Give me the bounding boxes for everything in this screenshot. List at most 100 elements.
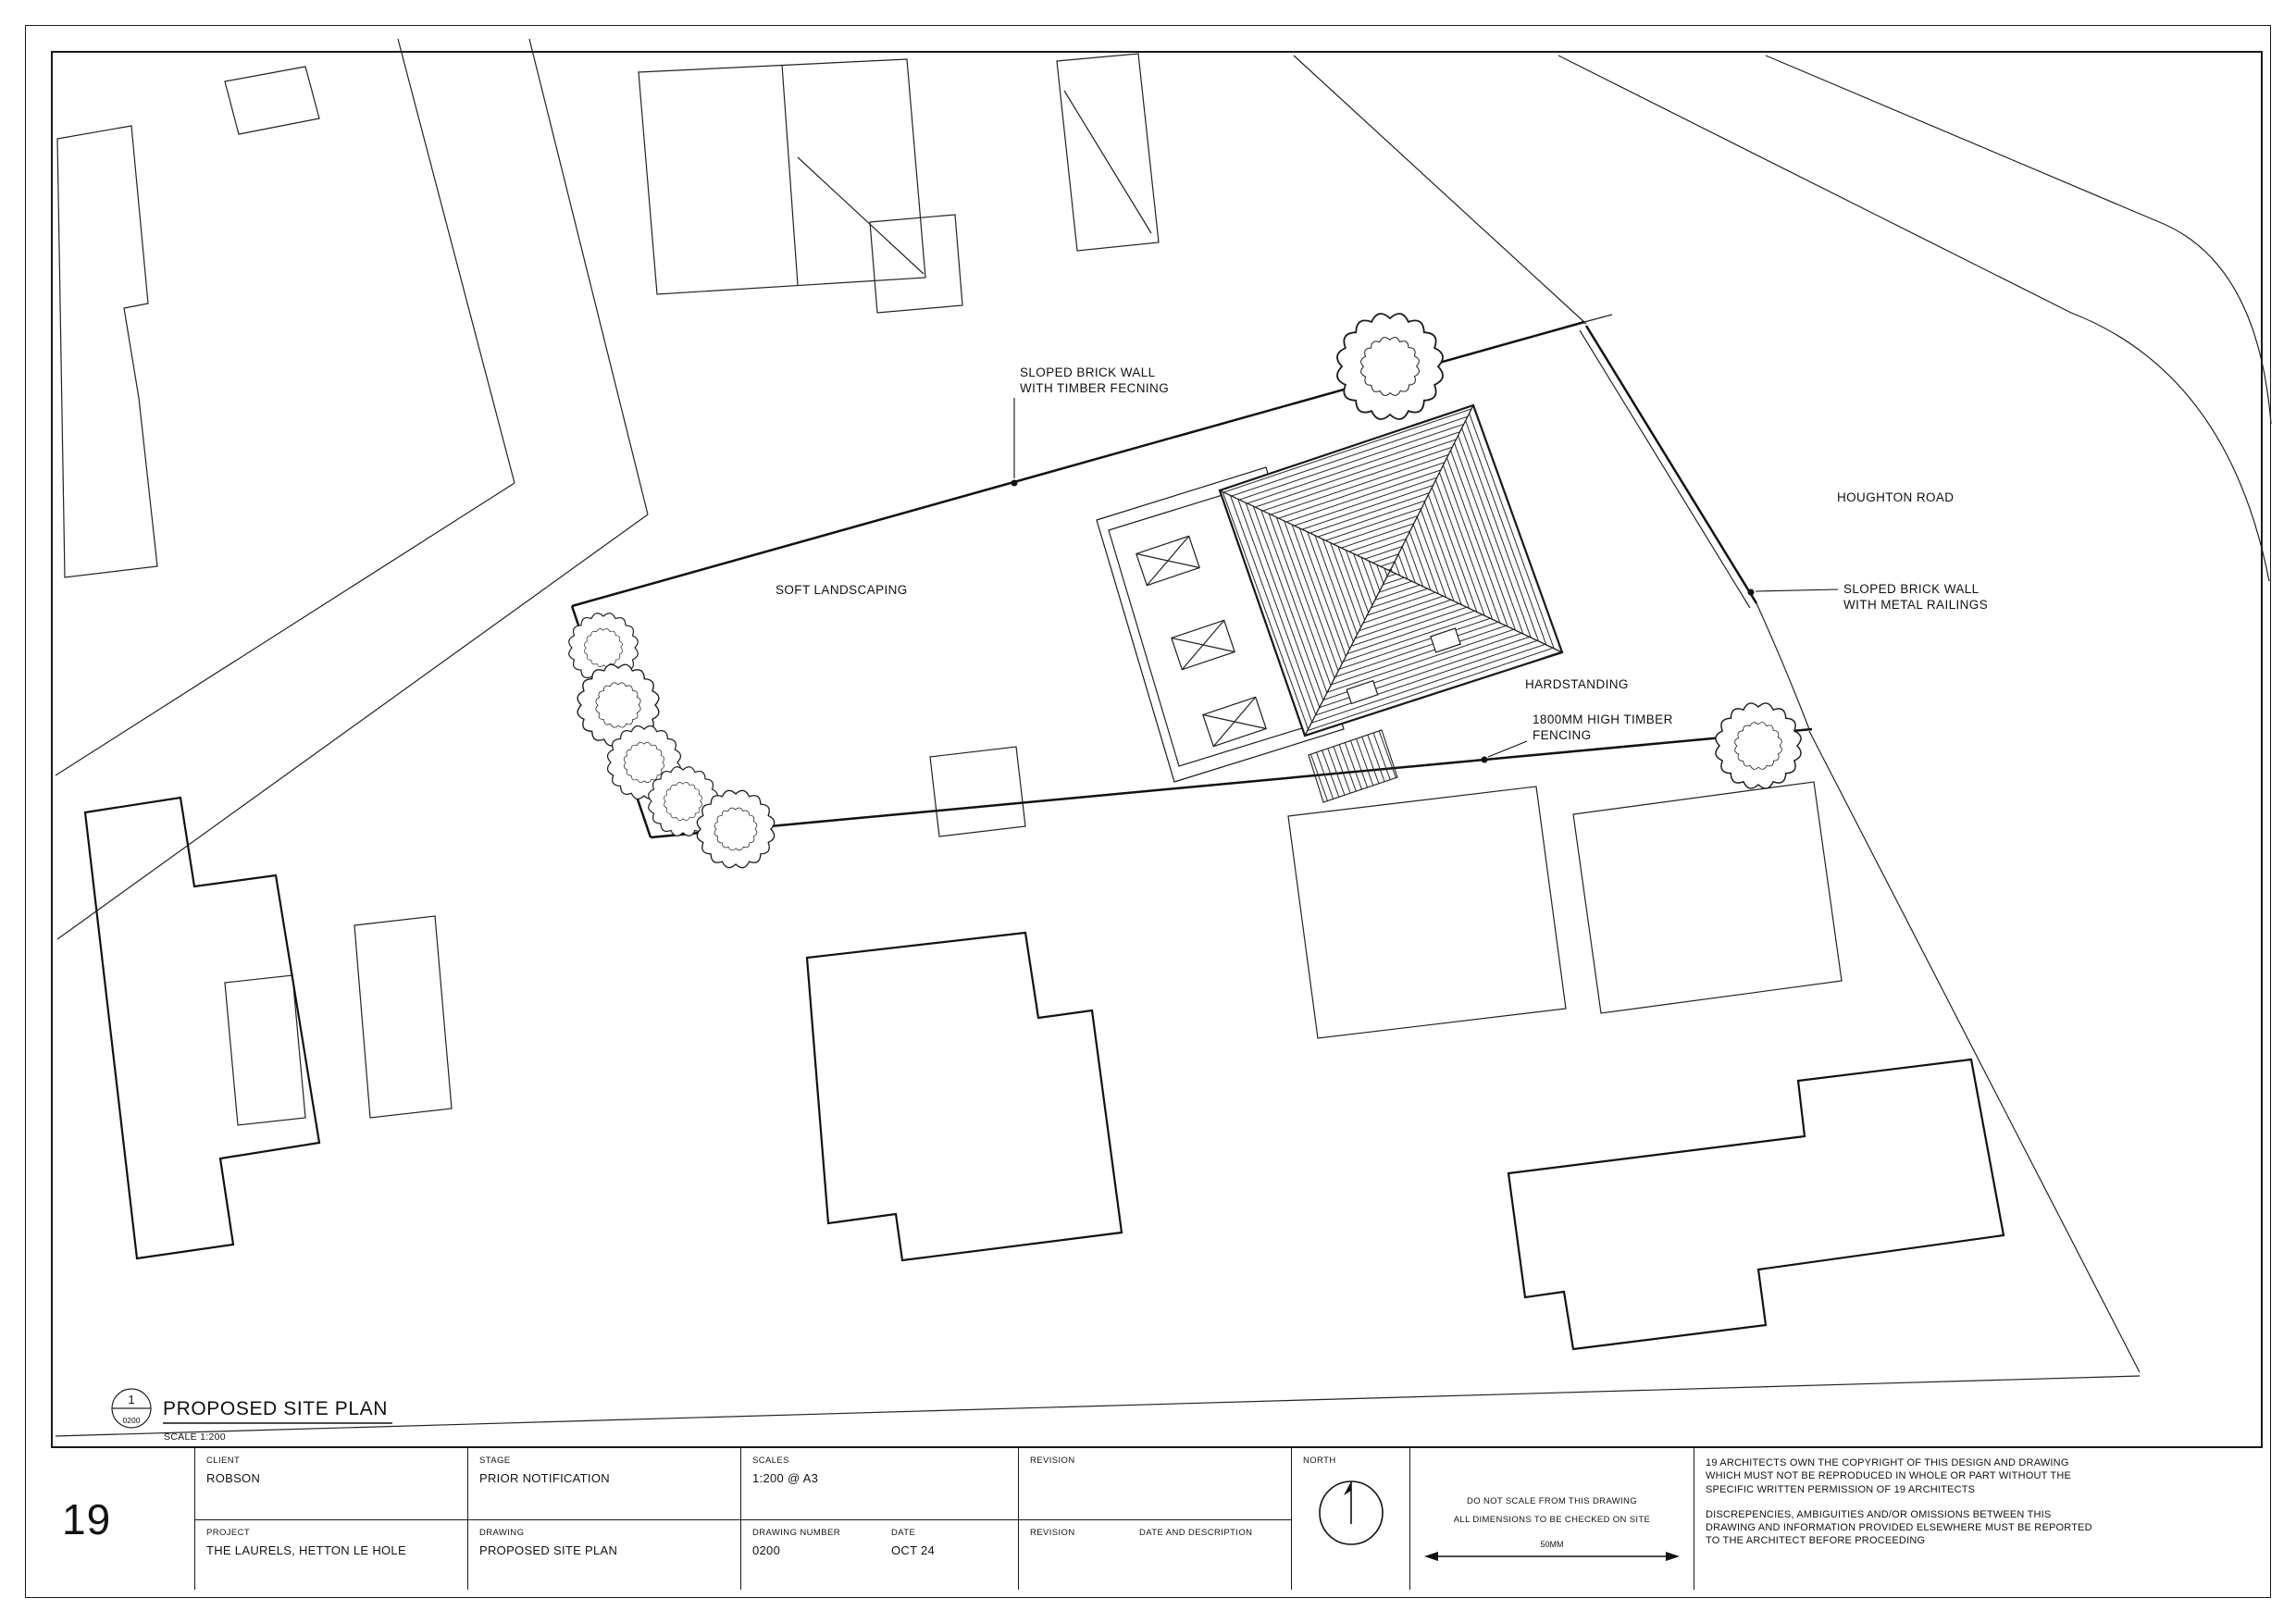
boundary-wall-east-inner <box>1579 329 1751 609</box>
context-building <box>83 796 321 1260</box>
copyright-line: TO THE ARCHITECT BEFORE PROCEEDING <box>1706 1535 1926 1547</box>
context-building <box>1287 786 1567 1039</box>
road-curb <box>397 38 515 484</box>
leader-dot <box>1481 756 1488 763</box>
title-bubble-number: 1 <box>128 1393 134 1406</box>
road-curb <box>55 482 515 776</box>
note-do-not-scale: DO NOT SCALE FROM THIS DRAWING <box>1467 1496 1637 1506</box>
annotation-fencing-line2: FENCING <box>1533 728 1592 742</box>
revision-label: REVISION <box>1030 1456 1075 1466</box>
context-building <box>805 931 1123 1262</box>
copyright-line: DISCREPENCIES, AMBIGUITIES AND/OR OMISSI… <box>1706 1508 2052 1520</box>
titleblock: 19 CLIENT ROBSON PROJECT THE LAURELS, HE… <box>51 1446 2263 1590</box>
titleblock-revision-cell: REVISION REVISION DATE AND DESCRIPTION <box>1018 1448 1291 1590</box>
date-description-label: DATE AND DESCRIPTION <box>1139 1528 1253 1538</box>
roof-vent <box>1430 627 1461 653</box>
context-building-divider <box>797 156 925 275</box>
context-building <box>1572 781 1843 1014</box>
context-building <box>56 125 158 578</box>
boundary-fence-south <box>650 727 1813 839</box>
road-curb <box>1293 55 1587 325</box>
logo-19: 19 <box>62 1494 112 1543</box>
leader-dot <box>1011 479 1018 487</box>
rooflight <box>1171 619 1235 671</box>
inner-border <box>51 51 2263 1590</box>
scale-bar-label: 50MM <box>1540 1540 1563 1549</box>
scale-bar-arrow-left <box>1424 1552 1438 1561</box>
roof-facet-west <box>1219 489 1391 737</box>
proposed-building <box>1096 403 1564 803</box>
copyright-line: SPECIFIC WRITTEN PERMISSION OF 19 ARCHIT… <box>1706 1483 1976 1495</box>
scale-bar-arrow-right <box>1666 1552 1680 1561</box>
client-value: ROBSON <box>206 1471 261 1485</box>
scale-bar: 50MM <box>1424 1540 1680 1561</box>
boundary-corner-tick <box>1583 314 1613 323</box>
north-label: NORTH <box>1303 1456 1336 1466</box>
drawing-number-value: 0200 <box>752 1543 781 1557</box>
titleblock-client-project-cell: CLIENT ROBSON PROJECT THE LAURELS, HETTO… <box>194 1448 467 1590</box>
copyright-line: DRAWING AND INFORMATION PROVIDED ELSEWHE… <box>1706 1522 2092 1534</box>
project-value: THE LAURELS, HETTON LE HOLE <box>206 1543 406 1557</box>
annotation-houghton-road: HOUGHTON ROAD <box>1837 490 1954 504</box>
north-arrow-icon <box>1318 1481 1384 1545</box>
roof-vent <box>1346 679 1379 705</box>
annotation-hardstanding: HARDSTANDING <box>1525 677 1629 691</box>
copyright-line: WHICH MUST NOT BE REPRODUCED IN WHOLE OR… <box>1706 1470 2072 1482</box>
road-curb <box>1558 55 2270 582</box>
drawing-number-label: DRAWING NUMBER <box>752 1528 840 1538</box>
context-building-divider <box>1063 90 1152 234</box>
annotation-metal-wall-line2: WITH METAL RAILINGS <box>1843 598 1988 612</box>
drawing-value: PROPOSED SITE PLAN <box>479 1543 618 1557</box>
annotation-soft-landscaping: SOFT LANDSCAPING <box>776 583 908 597</box>
titleblock-notes-cell: DO NOT SCALE FROM THIS DRAWING ALL DIMEN… <box>1409 1448 1694 1590</box>
drawing-label: DRAWING <box>479 1528 525 1538</box>
rooflight <box>1136 535 1200 587</box>
context-building <box>1056 53 1160 252</box>
annotations: SLOPED BRICK WALL WITH TIMBER FECNING SO… <box>776 365 1988 763</box>
annotation-timber-wall: SLOPED BRICK WALL <box>1020 365 1156 379</box>
plan-scale: SCALE 1:200 <box>164 1431 226 1443</box>
plan-title: PROPOSED SITE PLAN <box>163 1398 388 1419</box>
scales-value: 1:200 @ A3 <box>752 1471 819 1485</box>
context-building-divider <box>781 64 799 286</box>
annotation-fencing: 1800MM HIGH TIMBER <box>1533 712 1673 726</box>
client-label: CLIENT <box>206 1456 241 1466</box>
copyright-paragraph-1: 19 ARCHITECTS OWN THE COPYRIGHT OF THIS … <box>1706 1456 2150 1496</box>
stage-label: STAGE <box>479 1456 511 1466</box>
road-curb <box>1765 55 2272 425</box>
stage-value: PRIOR NOTIFICATION <box>479 1471 610 1485</box>
date-value: OCT 24 <box>891 1543 936 1557</box>
copyright-line: 19 ARCHITECTS OWN THE COPYRIGHT OF THIS … <box>1706 1457 2069 1468</box>
date-label: DATE <box>891 1528 916 1538</box>
titleblock-stage-drawing-cell: STAGE PRIOR NOTIFICATION DRAWING PROPOSE… <box>467 1448 740 1590</box>
road-curb <box>56 514 649 940</box>
titleblock-logo-cell: 19 <box>51 1448 194 1590</box>
site-plan-drawing: SLOPED BRICK WALL WITH TIMBER FECNING SO… <box>55 38 2272 1443</box>
leader-dot <box>1747 588 1755 596</box>
context-building <box>1507 1058 2005 1351</box>
revision-label-2: REVISION <box>1030 1528 1075 1538</box>
road-curb <box>528 38 649 515</box>
project-label: PROJECT <box>206 1528 251 1538</box>
context-building <box>224 974 306 1126</box>
titleblock-north-cell: NORTH <box>1291 1448 1409 1590</box>
titleblock-copyright-cell: 19 ARCHITECTS OWN THE COPYRIGHT OF THIS … <box>1694 1448 2263 1590</box>
title-bubble-sheet: 0200 <box>123 1416 141 1425</box>
road-curb <box>1808 730 2141 1373</box>
context-linework <box>55 38 2272 1437</box>
context-building <box>224 66 320 135</box>
leader-line-metal-wall <box>1755 588 1839 592</box>
boundary-wall-east <box>1584 325 1758 604</box>
leader-line-fencing <box>1487 740 1528 758</box>
note-dimensions: ALL DIMENSIONS TO BE CHECKED ON SITE <box>1453 1515 1651 1525</box>
porch-steps <box>1308 729 1398 803</box>
plan-title-group: 1 0200 PROPOSED SITE PLAN SCALE 1:200 <box>111 1388 392 1443</box>
site-entrance-curve <box>1756 602 1810 730</box>
scales-label: SCALES <box>752 1456 789 1466</box>
road-curb <box>55 1375 2141 1437</box>
context-building <box>354 915 453 1119</box>
titleblock-scales-cell: SCALES 1:200 @ A3 DRAWING NUMBER 0200 DA… <box>740 1448 1018 1590</box>
outer-border <box>25 25 2271 1598</box>
annotation-timber-wall-line2: WITH TIMBER FECNING <box>1020 381 1169 395</box>
